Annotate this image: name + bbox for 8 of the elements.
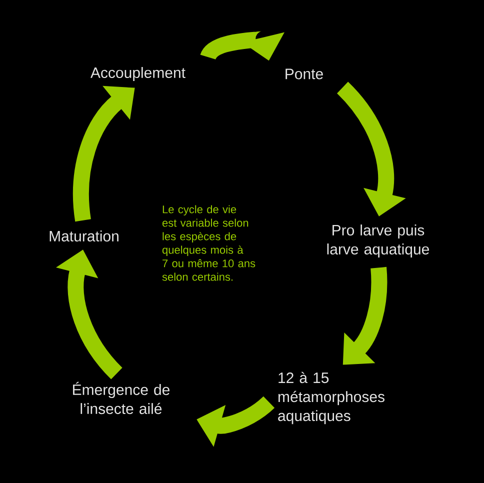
stage-label: Accouplement — [90, 67, 186, 81]
stage-label: 12 à 15 métamorphoses aquatiques — [278, 372, 384, 424]
note-text: Le cycle de vie est variable selon les espèces de quelques mois à 7 ou même 10 ans selon certains. — [162, 205, 256, 281]
stage-label: Émergence de l’insecte ailé — [73, 382, 170, 414]
stage-label: Pro larve puis larve aquatique — [327, 224, 429, 258]
stage-label: Ponte — [286, 68, 323, 80]
curved-arrow — [200, 31, 284, 61]
stage-label: Maturation — [50, 230, 118, 242]
